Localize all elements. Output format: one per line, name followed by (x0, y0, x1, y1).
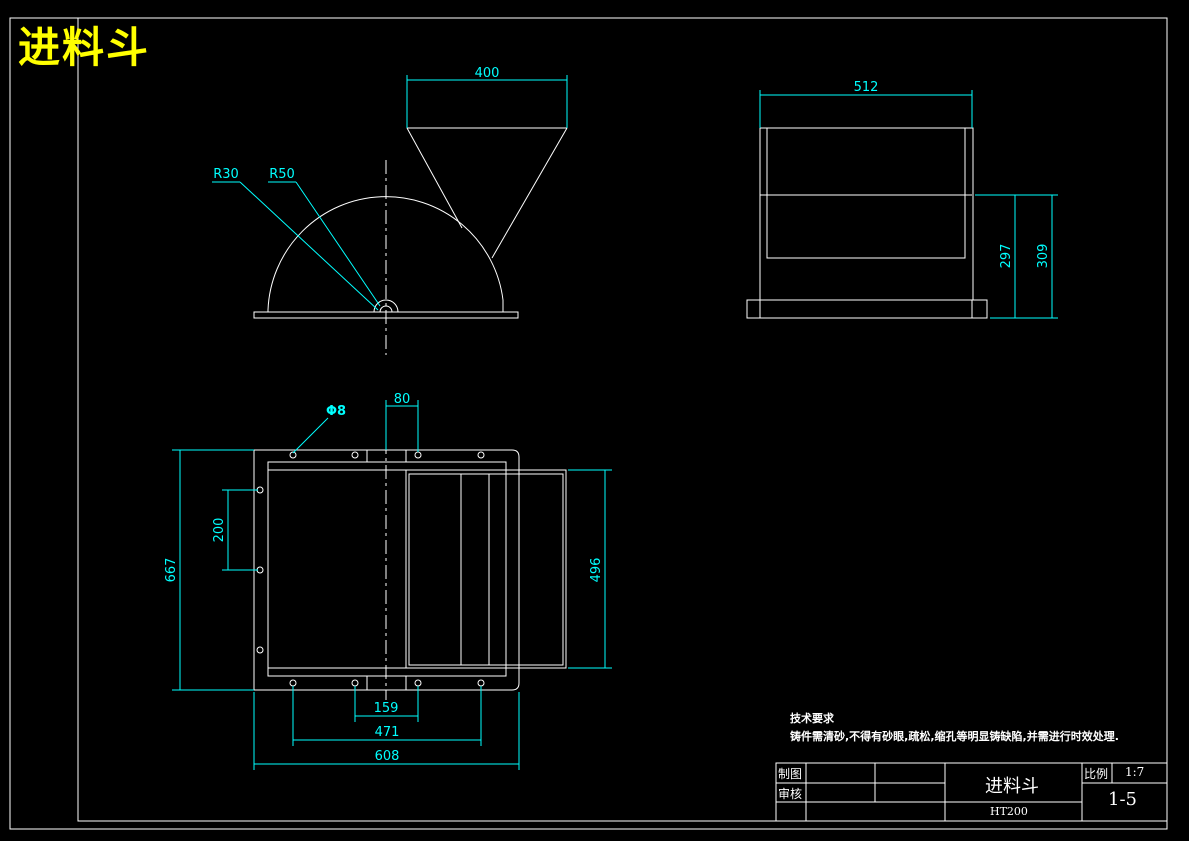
dim-159: 159 (374, 701, 399, 716)
dim-297: 297 (999, 244, 1014, 269)
bolt-holes (256, 451, 485, 687)
dim-200: 200 (212, 518, 227, 543)
drawing-number: 1-5 (1108, 789, 1137, 810)
dim-r30: R30 (213, 167, 239, 182)
dim-496: 496 (589, 558, 604, 583)
dimension-labels: 400 R30 R50 512 297 309 Φ8 80 200 667 49… (164, 66, 1051, 764)
dim-r50: R50 (269, 167, 295, 182)
scale-value: 1:7 (1125, 765, 1145, 779)
material: HT200 (990, 805, 1028, 818)
dimension-lines (172, 75, 1058, 770)
dim-512: 512 (854, 80, 879, 95)
checked-label: 审核 (778, 787, 803, 801)
tech-requirements-text: 铸件需清砂,不得有砂眼,疏松,缩孔等明显铸缺陷,并需进行时效处理. (790, 730, 1119, 743)
inner-frame (77, 17, 1168, 822)
outer-frame (9, 17, 1168, 830)
drawing-title: 进料斗 (18, 23, 151, 72)
dim-400: 400 (475, 66, 500, 81)
dim-80: 80 (394, 392, 411, 407)
dim-471: 471 (375, 725, 400, 740)
dim-667: 667 (164, 558, 179, 583)
side-view (746, 127, 988, 319)
front-view (253, 127, 568, 319)
title-block (775, 762, 1168, 822)
part-name: 进料斗 (985, 776, 1039, 797)
top-view (253, 449, 567, 691)
drawn-label: 制图 (778, 767, 803, 781)
dim-608: 608 (375, 749, 400, 764)
tech-requirements-heading: 技术要求 (790, 712, 834, 725)
scale-label: 比例 (1084, 767, 1109, 781)
dim-309: 309 (1036, 244, 1051, 269)
dim-phi8: Φ8 (326, 404, 346, 419)
